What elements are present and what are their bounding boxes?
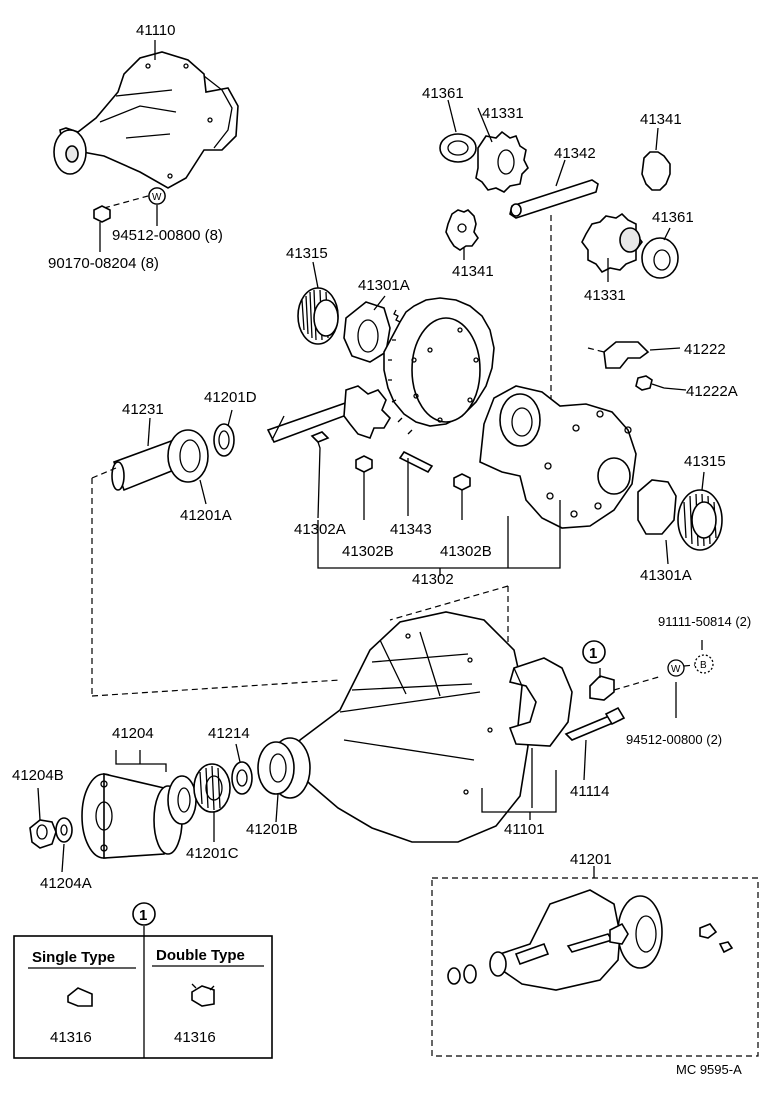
label-41342: 41342 — [554, 145, 596, 162]
kit-box-41201 — [431, 866, 759, 1057]
group-bracket — [317, 500, 561, 569]
label-41302: 41302 — [412, 571, 454, 588]
leader-line — [103, 195, 149, 209]
label-94512-00800-2: 94512-00800 (2) — [626, 732, 722, 747]
label-41301A-bottom: 41301A — [640, 567, 692, 584]
label-41201D: 41201D — [204, 389, 257, 406]
bearing-cone-left — [343, 295, 391, 363]
washer-symbol-w-top — [148, 187, 166, 205]
label-41214: 41214 — [208, 725, 250, 742]
oil-seal — [167, 775, 197, 825]
pinion-spacer — [213, 409, 235, 457]
label-41315-left: 41315 — [286, 245, 328, 262]
companion-flange — [81, 750, 183, 859]
group-bracket — [481, 770, 557, 813]
pinion-shaft-pin — [398, 450, 434, 516]
callout-1-top: 1 — [589, 645, 597, 662]
assembly-line — [389, 585, 509, 621]
carrier-housing — [269, 611, 529, 843]
label-41204A: 41204A — [40, 875, 92, 892]
washer-w-label-bottom: W — [671, 664, 681, 675]
label-41222: 41222 — [684, 341, 726, 358]
companion-nut — [29, 787, 57, 849]
label-41110: 41110 — [136, 22, 176, 39]
label-91111-50814-2: 91111-50814 (2) — [658, 614, 751, 629]
pinion-bearing — [111, 417, 209, 492]
callout-circle-bottom — [132, 902, 156, 926]
table-header-double-type: Double Type — [156, 947, 245, 964]
carrier-nut — [93, 205, 111, 223]
washer-b-label: B — [700, 660, 707, 671]
label-41201: 41201 — [570, 851, 612, 868]
pinion-gear-right — [641, 127, 671, 191]
label-90170-08204-8: 90170-08204 (8) — [48, 255, 159, 272]
label-41361-top: 41361 — [422, 85, 464, 102]
bearing-left — [297, 261, 339, 345]
label-41315-right: 41315 — [684, 453, 726, 470]
label-41201A: 41201A — [180, 507, 232, 524]
label-41341-mid: 41341 — [452, 263, 494, 280]
drive-pinion — [266, 385, 392, 444]
leader-line — [683, 664, 696, 667]
bearing-spacer-front — [231, 743, 253, 795]
lock-plate-small — [355, 455, 373, 520]
leader-line — [199, 479, 207, 505]
side-gear-group-top — [439, 99, 529, 193]
washer-symbol-w-bottom — [667, 659, 685, 677]
type-table — [13, 926, 273, 1059]
lock-plate-housing — [589, 668, 663, 701]
label-41101: 41101 — [504, 821, 545, 838]
label-41204B: 41204B — [12, 767, 64, 784]
pinion-bearing-front — [193, 763, 231, 842]
assembly-line — [91, 679, 341, 697]
table-single-type-part: 41316 — [50, 1029, 92, 1046]
pinion-shaft — [509, 159, 599, 420]
label-41302B-left: 41302B — [342, 543, 394, 560]
label-41331-top: 41331 — [482, 105, 524, 122]
differential-case — [479, 385, 637, 529]
label-41301A-top: 41301A — [358, 277, 410, 294]
label-41201B: 41201B — [246, 821, 298, 838]
pinion-gear-left — [445, 209, 479, 260]
thrust-washer-right — [641, 227, 679, 279]
label-41201C: 41201C — [186, 845, 239, 862]
diagram-code: MC 9595-A — [676, 1062, 742, 1077]
differential-carrier-assembly — [53, 51, 239, 189]
table-header-single-type: Single Type — [32, 949, 115, 966]
label-41331-right: 41331 — [584, 287, 626, 304]
housing-bolt — [564, 706, 626, 781]
bearing-cap-housing — [508, 657, 573, 808]
callout-1-bottom: 1 — [139, 907, 147, 924]
label-41204: 41204 — [112, 725, 154, 742]
lock-plate-right — [453, 473, 471, 520]
label-41231: 41231 — [122, 401, 164, 418]
washer-symbol-b — [694, 654, 714, 674]
bearing-right — [637, 471, 723, 565]
label-94512-00800-8: 94512-00800 (8) — [112, 227, 223, 244]
companion-washer — [55, 817, 73, 873]
assembly-line — [91, 467, 117, 479]
callout-circle-top — [582, 640, 606, 664]
label-41114: 41114 — [570, 783, 610, 800]
label-41361-right: 41361 — [652, 209, 694, 226]
ring-gear-bolt — [310, 431, 330, 519]
label-41343: 41343 — [390, 521, 432, 538]
cap-bolt — [635, 375, 687, 391]
ring-gear — [383, 297, 495, 435]
label-41222A: 41222A — [686, 383, 738, 400]
label-41302A: 41302A — [294, 521, 346, 538]
side-bearing-cap — [587, 341, 681, 369]
table-double-type-part: 41316 — [174, 1029, 216, 1046]
label-41302B-right: 41302B — [440, 543, 492, 560]
side-gear-right — [581, 212, 643, 282]
washer-w-label-top: W — [152, 192, 162, 203]
bearing-cup-rear — [257, 741, 295, 823]
label-41341-top: 41341 — [640, 111, 682, 128]
